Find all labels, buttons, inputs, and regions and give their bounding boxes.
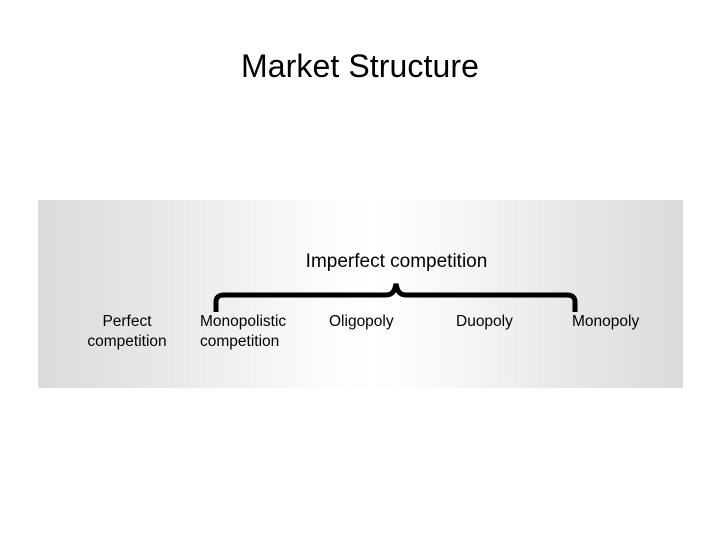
imperfect-competition-label: Imperfect competition <box>305 251 488 272</box>
category-label-line1: Perfect <box>102 313 152 330</box>
category-label-line1: Duopoly <box>456 313 513 330</box>
category-monopoly: Monopoly <box>572 312 639 332</box>
category-label-line1: Oligopoly <box>329 313 394 330</box>
brace-path <box>213 283 578 312</box>
category-oligopoly: Oligopoly <box>329 312 394 332</box>
diagram-panel: Imperfect competition Perfect competitio… <box>38 200 683 388</box>
category-label-line1: Monopolistic <box>200 313 287 330</box>
category-monopolistic-competition: Monopolistic competition <box>200 312 310 352</box>
category-duopoly: Duopoly <box>456 312 513 332</box>
category-perfect-competition: Perfect competition <box>72 312 182 352</box>
curly-brace-svg <box>213 283 578 312</box>
category-label-line2: competition <box>87 333 167 350</box>
page-title: Market Structure <box>240 48 480 84</box>
category-label-line1: Monopoly <box>572 313 640 330</box>
category-label-line2: competition <box>200 333 280 350</box>
curly-brace-icon <box>208 280 583 316</box>
